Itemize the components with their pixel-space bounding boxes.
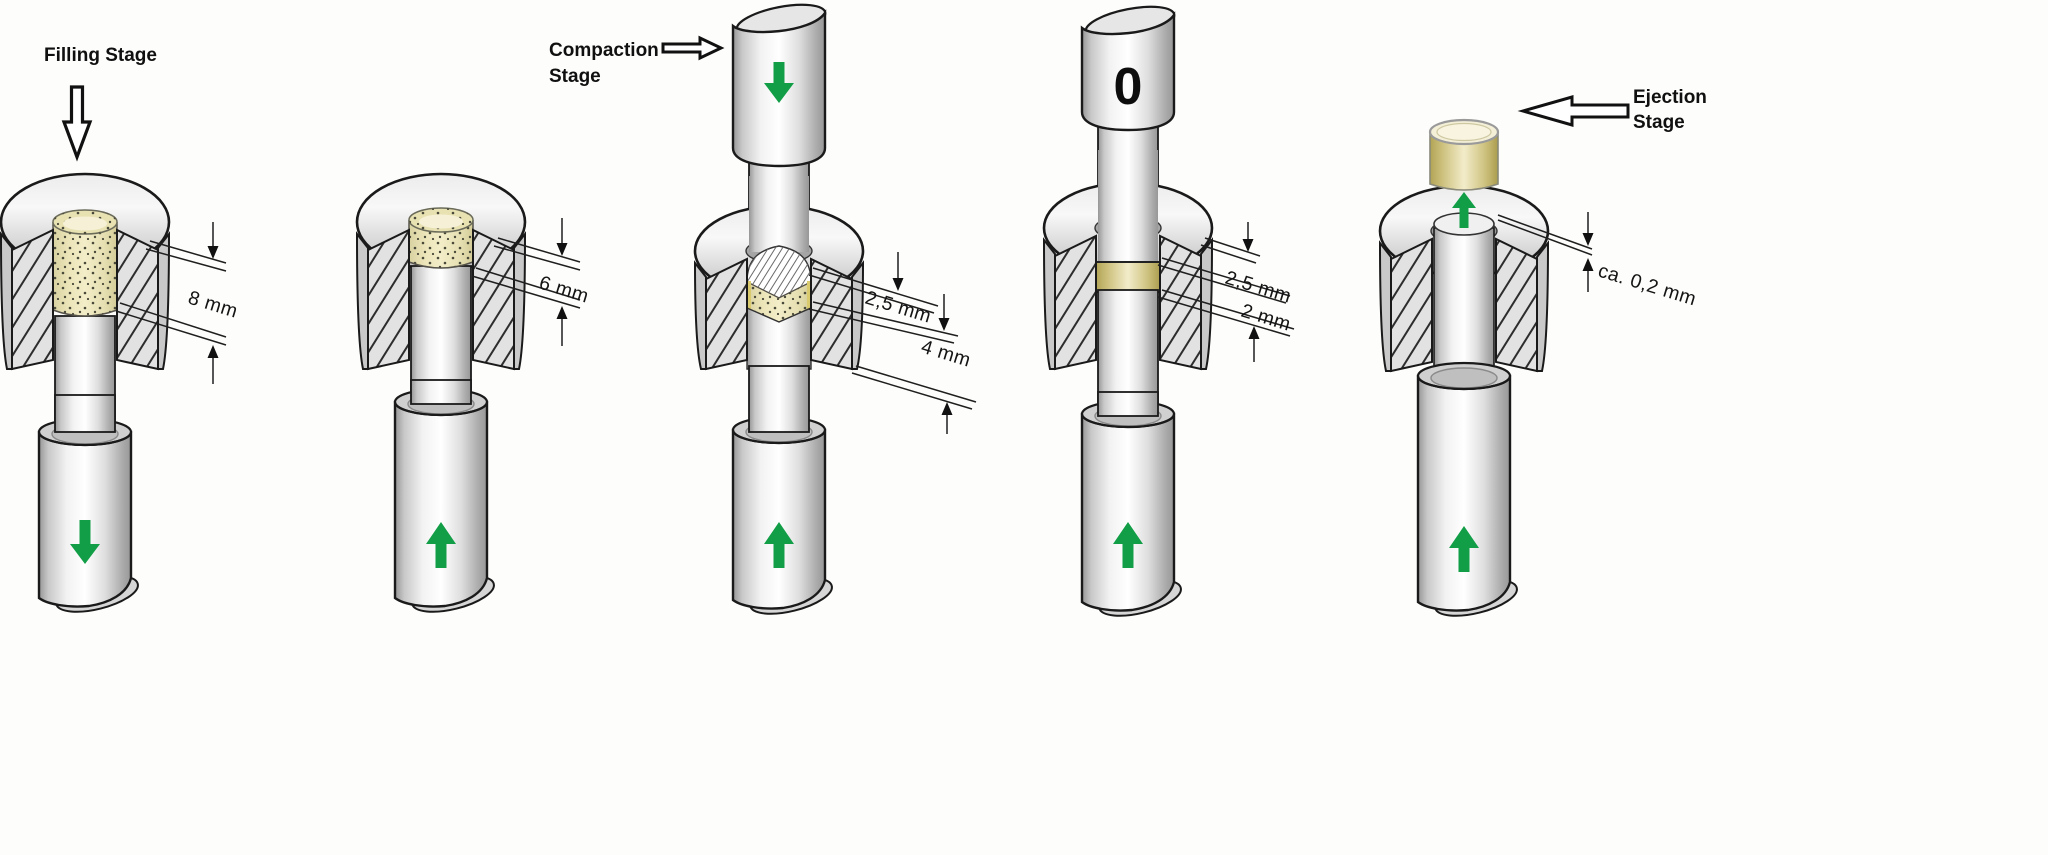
stage-filling: Filling Stage (0, 45, 241, 613)
punch-marking-zero: 0 (1114, 58, 1143, 116)
hollow-down-arrow-icon (61, 85, 93, 162)
lower-punch-body (393, 379, 495, 613)
hollow-right-arrow-icon (661, 35, 725, 61)
ejected-tablet (1428, 118, 1500, 191)
powder-fill (52, 209, 118, 317)
tablet-in-die (1095, 261, 1161, 293)
lower-punch-body (1080, 391, 1182, 617)
lower-punch-body (731, 365, 833, 615)
die (355, 172, 527, 407)
stage-label-ejection-line2: Stage (1633, 112, 1685, 133)
stage-label-ejection-line1: Ejection (1633, 87, 1707, 108)
dim-label: ca. 0,2 mm (1596, 260, 1699, 311)
lower-punch-body (1416, 361, 1518, 617)
lower-punch-shaft (1433, 227, 1495, 377)
die (1042, 150, 1214, 415)
stage-compaction: Compaction Stage (549, 3, 977, 615)
green-up-arrow-icon (426, 522, 456, 568)
stage-powder-metering: 6 mm (355, 172, 592, 613)
green-up-arrow-icon (1113, 522, 1143, 568)
upper-punch-shaft-in-die (1098, 150, 1158, 264)
green-down-arrow-icon (764, 62, 794, 103)
dim-label: 2,5 mm (1223, 267, 1294, 308)
green-down-arrow-icon (70, 520, 100, 564)
dim-label: 8 mm (186, 287, 241, 323)
green-up-arrow-icon (764, 522, 794, 568)
green-up-arrow-icon (1452, 192, 1476, 228)
stage-ejection: Ejection Stage (1378, 87, 1707, 617)
stage-label-compaction-line2: Stage (549, 66, 601, 87)
die (0, 172, 171, 437)
stage-full-compression: 0 (1042, 5, 1295, 617)
die (693, 176, 865, 371)
lower-punch-body (37, 394, 139, 613)
upper-punch-shaft-in-die (749, 176, 809, 252)
stage-label-filling: Filling Stage (44, 45, 157, 66)
dim-label: 6 mm (537, 272, 592, 308)
stage-label-compaction-line1: Compaction (549, 40, 659, 61)
green-up-arrow-icon (1449, 526, 1479, 572)
powder-fill (408, 207, 474, 269)
hollow-left-arrow-icon (1517, 95, 1630, 127)
